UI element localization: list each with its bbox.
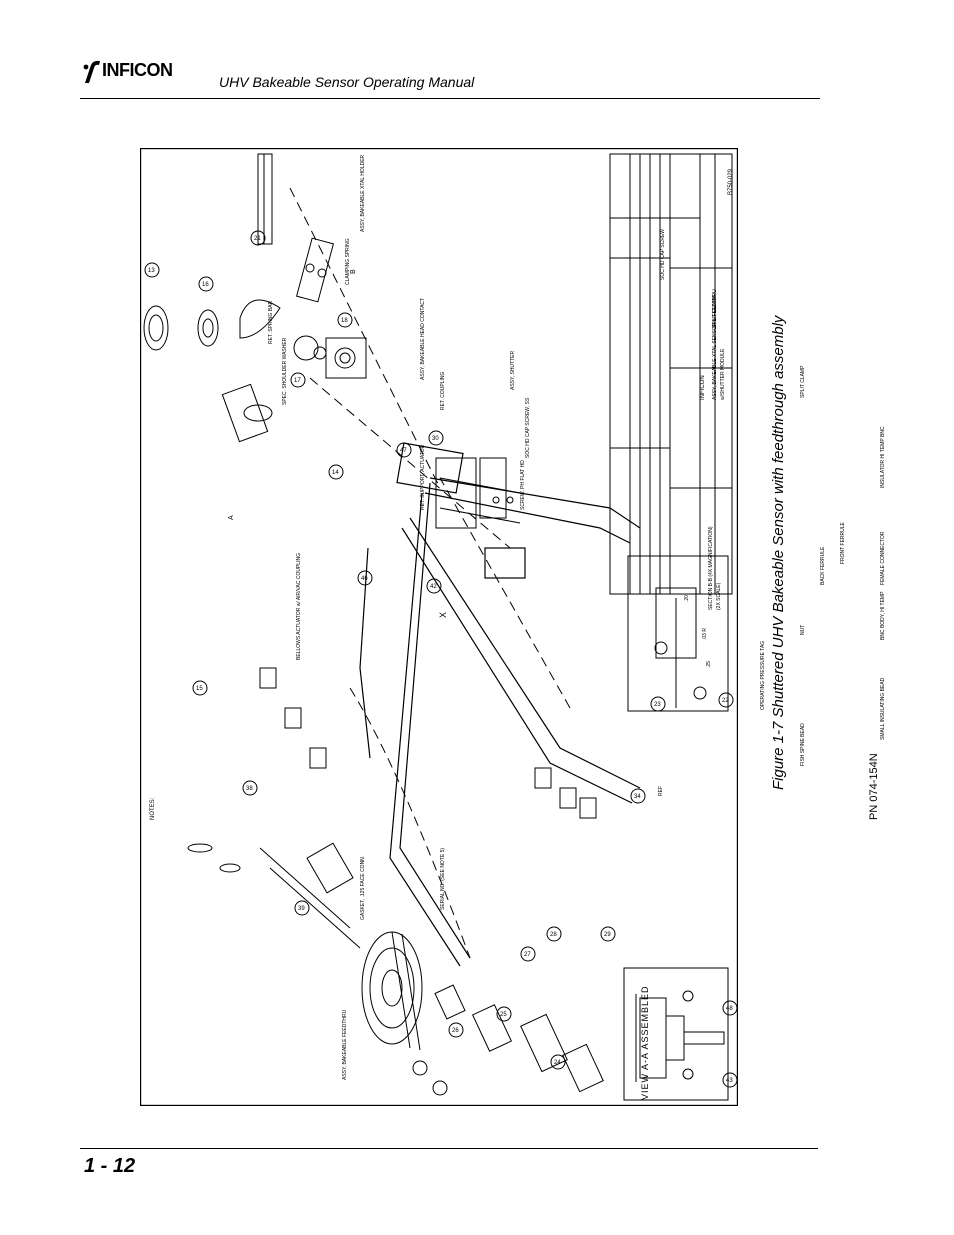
svg-text:23: 23 (654, 702, 661, 708)
callout-label-14: ASSY, SHUTTER (510, 350, 516, 390)
view-aa-box (623, 967, 729, 1101)
view-aa-title: VIEW A-A ASSEMBLED (640, 985, 650, 1100)
callout-label-16: CLAMPING SPRING (345, 238, 351, 285)
section-bb-scale: (2X SCALE) (716, 582, 722, 610)
gasket-label: GASKET, .125 FACE CONN. (360, 855, 366, 920)
callout-label-18: SPEC. SHOULDER WASHER (282, 337, 288, 405)
section-b-label: B (350, 269, 357, 274)
dim-3: .25 (706, 661, 712, 668)
svg-text:25: 25 (500, 1012, 507, 1018)
svg-text:18: 18 (341, 318, 348, 324)
rev-box (257, 153, 265, 245)
title-block-brand: INFICON (700, 375, 706, 400)
callout-label-26: INSULATOR HI TEMP BNC (880, 426, 886, 488)
callout-bubbles: 13 16 21 18 17 14 30 47 42 46 15 38 39 2… (144, 230, 738, 1088)
section-bb-label: SECTION B-B (4X MAGNIFICATION) (708, 526, 714, 610)
feedthrough-flange (187, 842, 423, 1051)
callout-label-17: ASSY, BAKEABLE HEAD CONTACT (420, 297, 426, 380)
inficon-mark-icon (83, 60, 100, 83)
svg-text:34: 34 (634, 794, 641, 800)
svg-text:42: 42 (430, 584, 437, 590)
callout-label-15: SOC HD CAP SCREW (660, 228, 666, 280)
callout-label-24: BNC BODY, HI TEMP (880, 591, 886, 640)
svg-text:13: 13 (148, 268, 155, 274)
section-a-label: A (228, 515, 235, 520)
dim-1: .20 (684, 595, 690, 602)
callout-label-47: RET. COUPLING (440, 371, 446, 410)
svg-text:38: 38 (246, 786, 253, 792)
notes-title: NOTES: (150, 797, 156, 820)
callout-label-38: SPLIT CLAMP (712, 295, 718, 328)
svg-text:15: 15 (196, 686, 203, 692)
svg-text:22: 22 (722, 698, 729, 704)
x-mark: X (438, 611, 448, 618)
callout-label-25: FEMALE CONNECTOR (880, 531, 886, 585)
svg-text:24: 24 (554, 1060, 561, 1066)
svg-text:39: 39 (298, 906, 305, 912)
callout-label-30: RET. SUPPORT, ACTUATOR (420, 444, 426, 510)
svg-text:27: 27 (524, 952, 531, 958)
xtal-holder-parts (143, 237, 367, 443)
bnc-connector-parts (412, 984, 604, 1096)
feedthru-label: ASSY, BAKEABLE FEEDTHRU (342, 1009, 348, 1080)
callout-label-28: BACK FERRULE (820, 546, 826, 585)
section-bb-box (627, 555, 729, 712)
callout-label-46: SOC HD CAP SCREW, SS (525, 397, 531, 458)
svg-text:43: 43 (726, 1078, 733, 1084)
callout-label-22: SMALL INSULATING BEAD (880, 677, 886, 740)
manual-title: UHV Bakeable Sensor Operating Manual (219, 74, 475, 90)
bellows-label: BELLOWS ACTUATOR w/ AIR/VAC COUPLING (296, 553, 302, 660)
svg-text:21: 21 (254, 236, 261, 242)
svg-text:47: 47 (400, 448, 407, 454)
callout-label-34: OPERATING PRESSURE TAG (760, 640, 766, 710)
engineering-drawing: 13 16 21 18 17 14 30 47 42 46 15 38 39 2… (140, 148, 738, 1106)
svg-text:16: 16 (202, 282, 209, 288)
callout-label-21: RET. SPRING BAR (268, 300, 274, 344)
figure-caption: Figure 1-7 Shuttered UHV Bakeable Sensor… (770, 315, 787, 790)
callout-label-23: FISH SPINE BEAD (800, 723, 806, 766)
inficon-logo: INFICON (82, 57, 202, 87)
svg-text:29: 29 (604, 932, 611, 938)
svg-text:14: 14 (332, 470, 339, 476)
phantom-lines (289, 187, 571, 959)
dim-2: .03 R (702, 628, 708, 640)
svg-text:26: 26 (452, 1028, 459, 1034)
drawing-number: B750-029 (728, 168, 734, 195)
page-number: 1 - 12 (84, 1155, 136, 1177)
callout-label-39: SPLIT CLAMP (800, 365, 806, 398)
brand-name: INFICON (102, 60, 173, 80)
sensor-tubes (359, 442, 641, 967)
actuator-block (435, 457, 521, 529)
footer-rule (80, 1148, 818, 1149)
svg-text:46: 46 (361, 576, 368, 582)
title-block-subtitle: w/SHUTTER MODULE (720, 348, 726, 400)
split-clamps (259, 667, 597, 819)
header-rule (80, 98, 820, 99)
drawing-frame (140, 148, 738, 1106)
svg-text:17: 17 (294, 378, 301, 384)
ref-label: REF (658, 786, 664, 796)
svg-text:28: 28 (550, 932, 557, 938)
svg-text:30: 30 (432, 436, 439, 442)
part-number: PN 074-154N (868, 753, 880, 820)
callout-label-42: SCREW, PH FLAT HD (520, 460, 526, 510)
callout-label-29: NUT (800, 624, 806, 635)
serial-label: SERIAL NO. (SEE NOTE 5) (440, 847, 446, 910)
svg-text:48: 48 (726, 1006, 733, 1012)
callout-label-13: ASSY, BAKEABLE XTAL HOLDER (360, 154, 366, 232)
callout-label-27: FRONT FERRULE (840, 522, 846, 564)
